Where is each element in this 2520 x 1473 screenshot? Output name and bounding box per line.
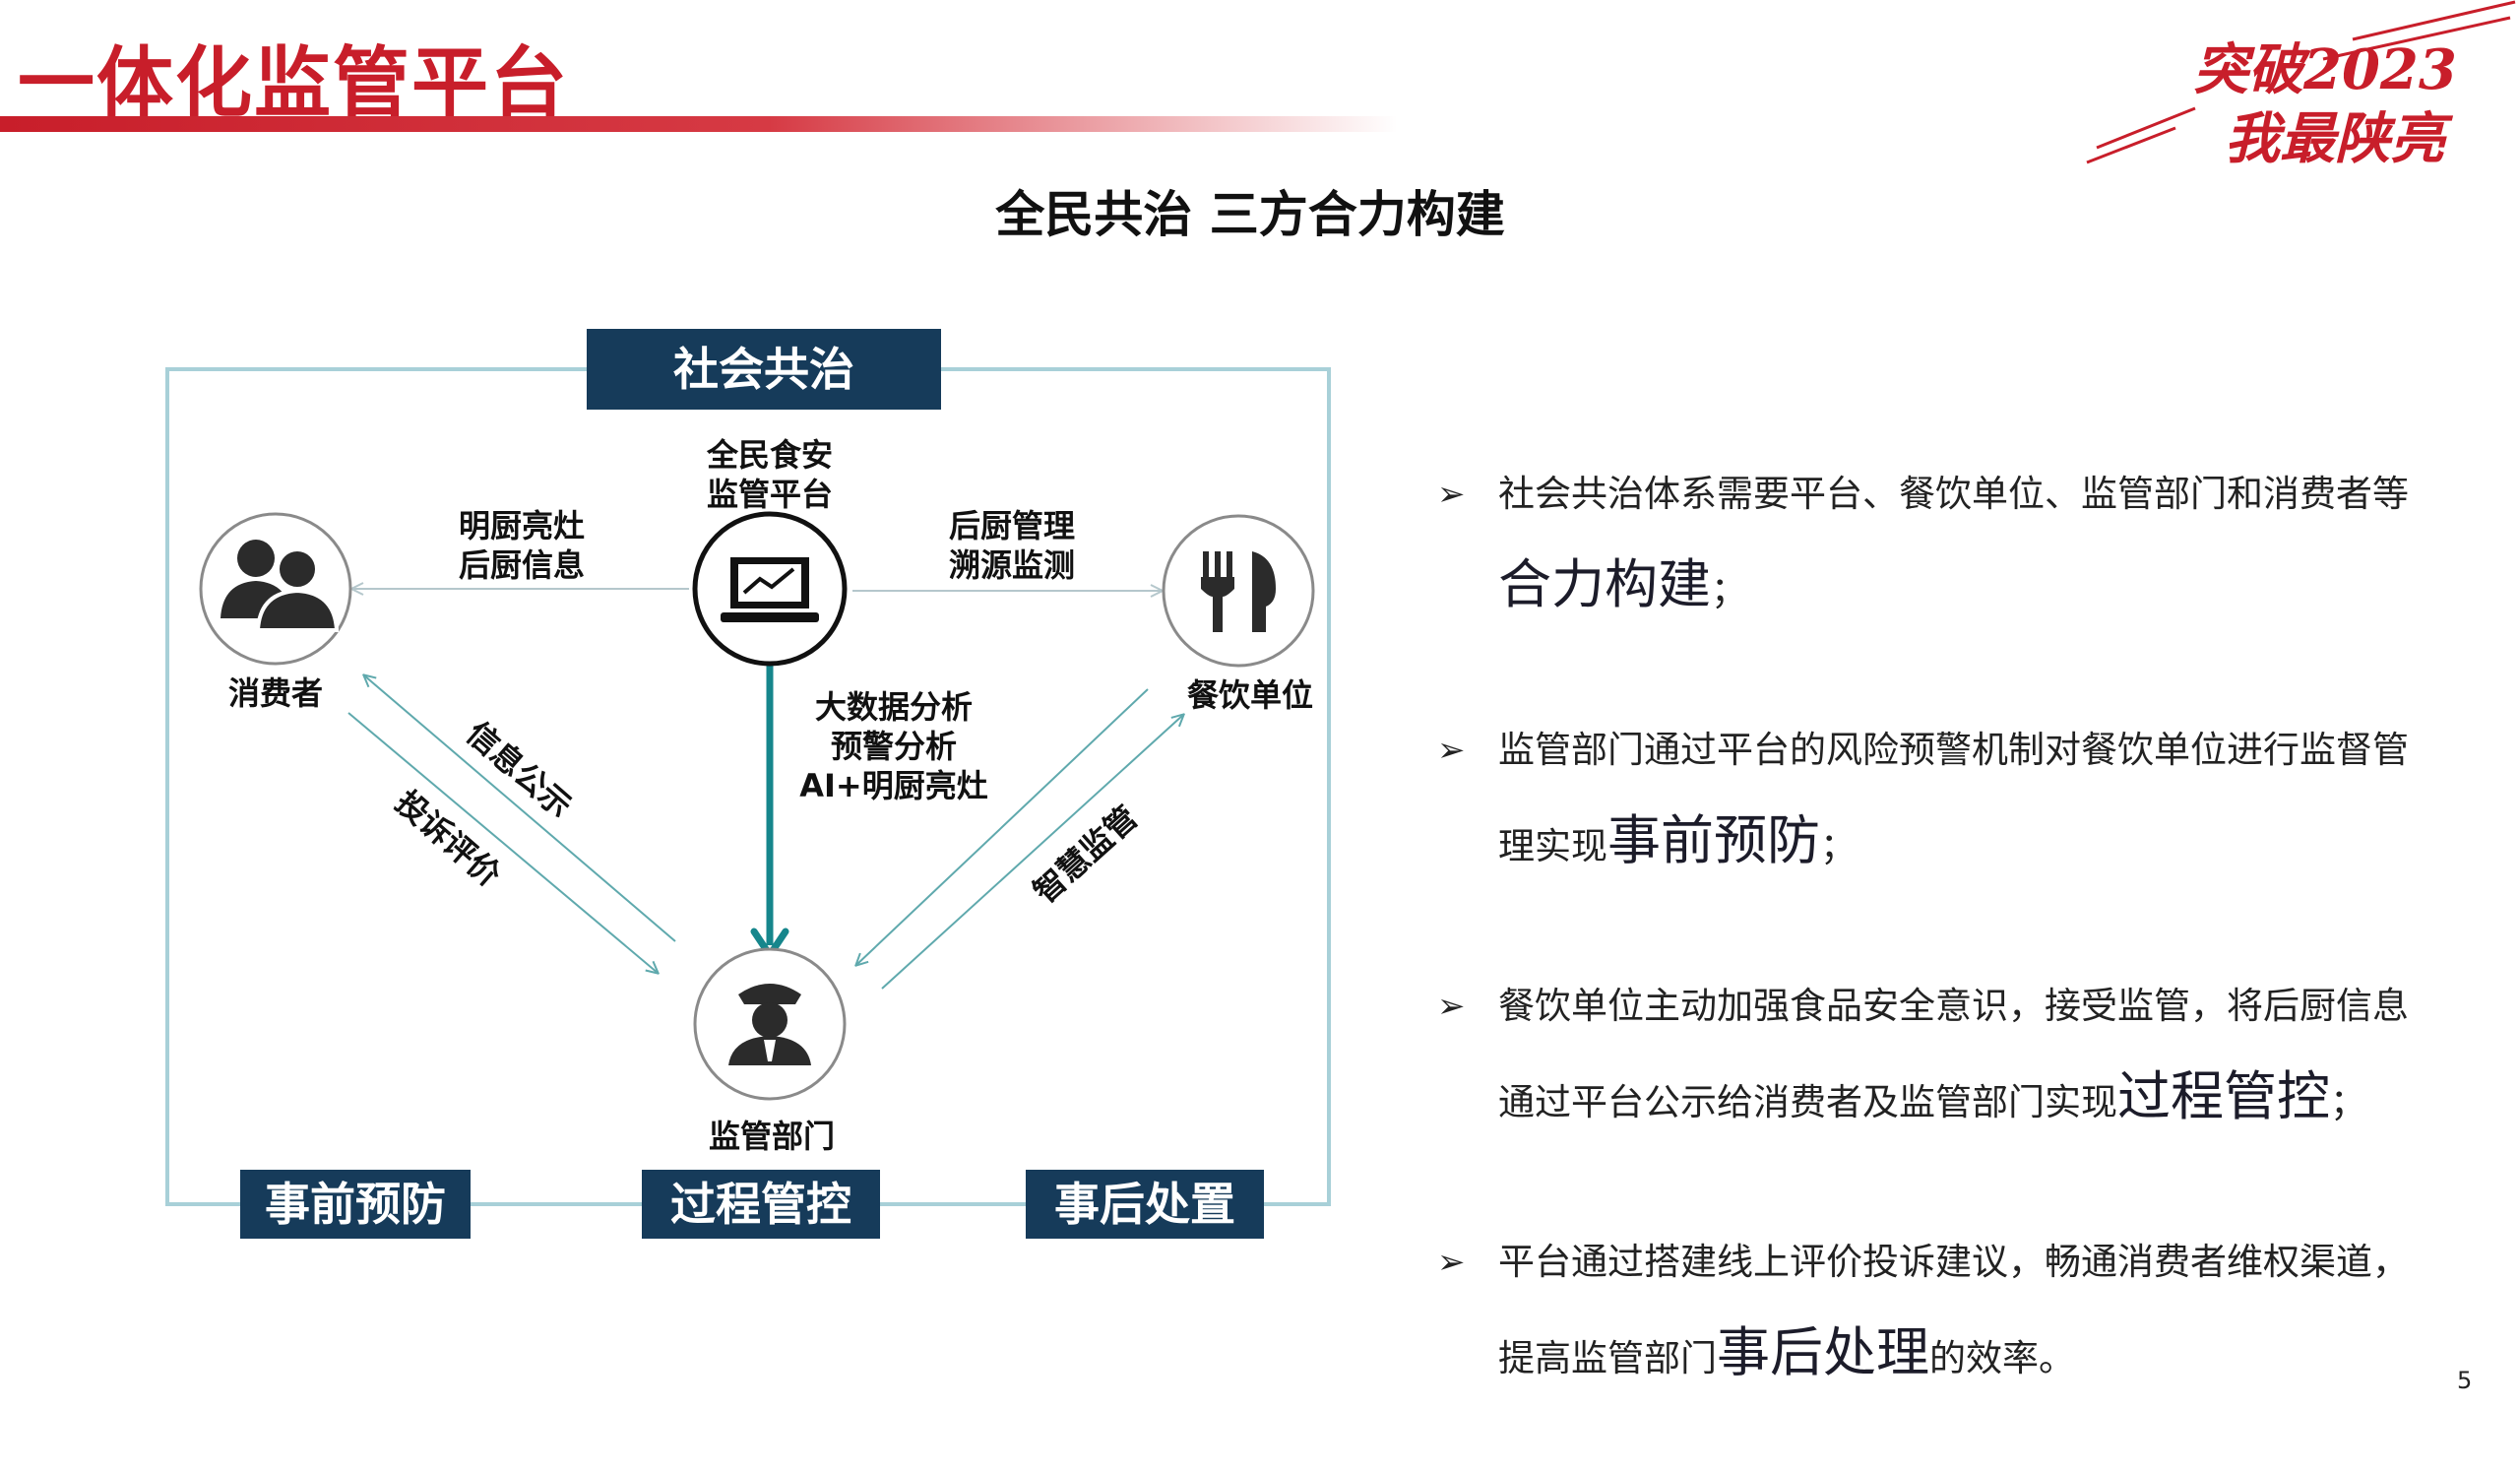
bullet-emphasis: 过程管控 xyxy=(2117,1065,2330,1127)
campaign-logo: 突破2023 我最陕亮 xyxy=(2086,0,2516,171)
platform-label-line1: 全民食安 xyxy=(706,436,833,474)
bullet-emphasis: 合力构建 xyxy=(1498,553,1711,615)
bullet-emphasis: 事后处理 xyxy=(1717,1321,1929,1383)
bullet-arrow-icon: ➢ xyxy=(1437,987,1466,1026)
regulator-node xyxy=(693,947,847,1101)
arrow-regulator-to-consumer xyxy=(364,675,676,942)
edge-from-restaurant-line2: 溯源监测 xyxy=(948,546,1075,584)
platform-node xyxy=(692,511,848,667)
monitor-chart-icon xyxy=(721,557,819,622)
consumer-label: 消费者 xyxy=(227,674,323,712)
restaurant-label: 餐饮单位 xyxy=(1186,676,1313,714)
bottom-label-post-handling: 事后处置 xyxy=(1026,1170,1264,1239)
bullet-text: 监管部门通过平台的风险预警机制对餐饮单位进行监督管理实现 xyxy=(1498,729,2409,867)
bullet-item: ➢ 餐饮单位主动加强食品安全意识，接受监管，将后厨信息通过平台公示给消费者及监管… xyxy=(1437,961,2422,1148)
bullet-text: 餐饮单位主动加强食品安全意识，接受监管，将后厨信息通过平台公示给消费者及监管部门… xyxy=(1498,985,2409,1123)
bullet-tail: ； xyxy=(2330,1081,2366,1123)
bullet-text: 社会共治体系需要平台、餐饮单位、监管部门和消费者等 xyxy=(1498,473,2409,515)
arrow-regulator-to-restaurant xyxy=(881,715,1183,990)
top-label-co-governance: 社会共治 xyxy=(587,329,941,410)
logo-line2: 我最陕亮 xyxy=(2225,106,2454,171)
arrow-consumer-to-regulator xyxy=(347,712,658,973)
edge-to-regulator-line2: 预警分析 xyxy=(830,728,957,765)
bullet-tail: ； xyxy=(1711,569,1747,611)
bullet-emphasis: 事前预防 xyxy=(1607,809,1820,871)
bullet-tail: 的效率。 xyxy=(1929,1337,2075,1379)
bullet-arrow-icon: ➢ xyxy=(1437,731,1466,770)
title-underline xyxy=(0,116,1398,132)
edge-from-restaurant-line1: 后厨管理 xyxy=(948,507,1075,544)
slide-title: 一体化监管平台 xyxy=(18,39,570,128)
edge-label-from-restaurant: 后厨管理 溯源监测 xyxy=(914,506,1110,585)
edge-label-to-consumer: 明厨亮灶 后厨信息 xyxy=(423,506,620,585)
page-number: 5 xyxy=(2457,1367,2473,1394)
slide-subtitle: 全民共治 三方合力构建 xyxy=(995,186,1505,243)
fork-knife-icon xyxy=(1201,551,1276,632)
regulator-label: 监管部门 xyxy=(708,1118,835,1155)
bullet-arrow-icon: ➢ xyxy=(1437,1243,1466,1282)
edge-to-regulator-line3: AI+明厨亮灶 xyxy=(799,767,988,804)
bullet-tail: ； xyxy=(1820,825,1857,867)
edge-to-regulator-line1: 大数据分析 xyxy=(814,688,973,726)
platform-label: 全民食安 监管平台 xyxy=(671,435,868,514)
label-smart-supervision: 智慧监管 xyxy=(1026,799,1145,911)
restaurant-node xyxy=(1162,514,1315,668)
bullet-item: ➢ 监管部门通过平台的风险预警机制对餐饮单位进行监督管理实现事前预防； xyxy=(1437,705,2422,892)
bullet-item: ➢ 社会共治体系需要平台、餐饮单位、监管部门和消费者等合力构建； xyxy=(1437,449,2422,636)
officer-icon xyxy=(728,984,811,1065)
edge-label-to-regulator: 大数据分析 预警分析 AI+明厨亮灶 xyxy=(776,687,1012,805)
bottom-label-process-control: 过程管控 xyxy=(642,1170,880,1239)
consumer-node xyxy=(199,512,352,666)
platform-label-line2: 监管平台 xyxy=(706,476,833,513)
edge-to-consumer-line2: 后厨信息 xyxy=(458,546,585,584)
bullet-item: ➢ 平台通过搭建线上评价投诉建议，畅通消费者维权渠道，提高监管部门事后处理的效率… xyxy=(1437,1217,2422,1404)
bullet-list: ➢ 社会共治体系需要平台、餐饮单位、监管部门和消费者等合力构建； ➢ 监管部门通… xyxy=(1437,449,2422,1473)
people-icon xyxy=(220,540,340,632)
bottom-label-prevention: 事前预防 xyxy=(240,1170,471,1239)
arrow-restaurant-to-regulator xyxy=(856,688,1149,965)
bullet-arrow-icon: ➢ xyxy=(1437,475,1466,514)
bullet-text: 平台通过搭建线上评价投诉建议，畅通消费者维权渠道，提高监管部门 xyxy=(1498,1241,2409,1379)
label-complaint: 投诉评价 xyxy=(388,783,508,894)
edge-to-consumer-line1: 明厨亮灶 xyxy=(458,507,585,544)
logo-line1: 突破2023 xyxy=(2193,37,2457,102)
co-governance-diagram: 信息公示 投诉评价 智慧监管 xyxy=(165,367,1331,1206)
